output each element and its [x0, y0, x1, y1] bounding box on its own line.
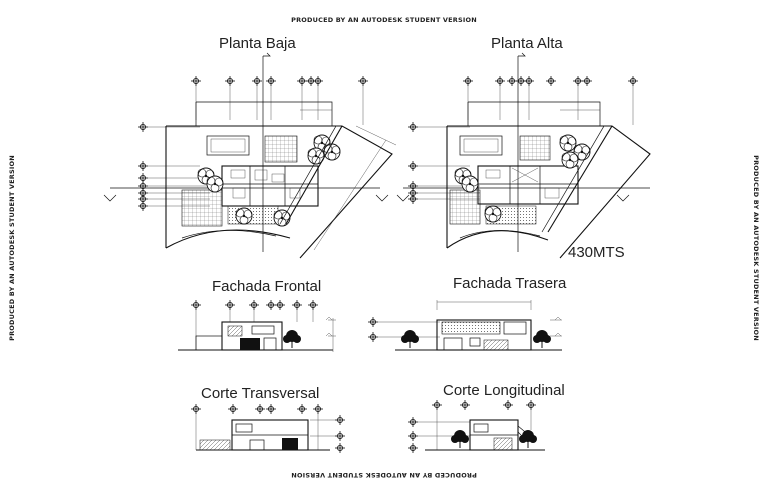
section-corte-transversal	[190, 403, 346, 454]
section-corte-longitudinal	[407, 399, 545, 454]
plan-planta-baja	[103, 52, 397, 259]
axis-markers-top	[190, 75, 369, 125]
area-label: 430MTS	[568, 244, 625, 261]
title-fachada-trasera: Fachada Trasera	[453, 275, 567, 292]
watermark-top: PRODUCED BY AN AUTODESK STUDENT VERSION	[291, 16, 477, 24]
elevation-fachada-trasera	[367, 300, 562, 351]
elevation-fachada-frontal	[178, 299, 336, 352]
plan-planta-alta	[396, 52, 651, 259]
title-planta-baja: Planta Baja	[219, 35, 296, 52]
title-planta-alta: Planta Alta	[491, 35, 563, 52]
title-corte-longitudinal: Corte Longitudinal	[443, 382, 565, 399]
title-fachada-frontal: Fachada Frontal	[212, 278, 322, 295]
title-corte-transversal: Corte Transversal	[201, 385, 320, 402]
axis-markers-top	[462, 75, 639, 125]
